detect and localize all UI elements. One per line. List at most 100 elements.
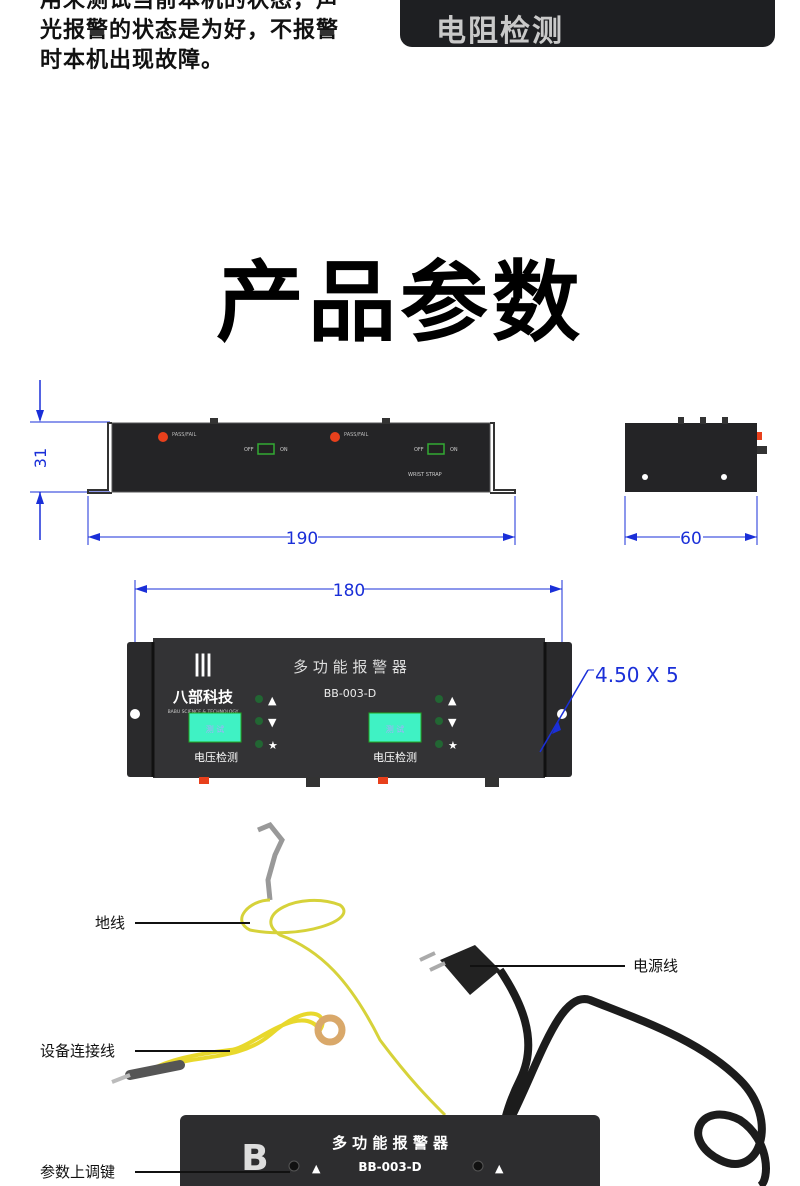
intro-line: 光报警的状态是为好，不报警 [40,18,340,43]
drawing-shape [722,417,728,424]
drawing-shape [382,418,390,424]
drawing-shape [306,777,320,787]
hole-spec: 4.50 X 5 [595,663,679,687]
drawing-shape [87,422,112,494]
drawing-shape [721,474,727,480]
panel-label: 电阻检测 [436,14,564,49]
drawing-shape [503,533,515,541]
led-red [330,432,340,442]
drawing-label: ON [450,447,458,453]
drawing-shape [88,533,100,541]
dim-width: 180 [333,581,365,601]
drawing-shape [111,1073,131,1084]
label-power: 电源线 [633,957,679,975]
resistance-panel-image: 电阻检测 [400,0,775,49]
drawing-label: PASS/FAIL [172,432,196,438]
drawing-label: BB-003-D [324,687,377,700]
drawing-label: ★ [448,739,458,752]
power-switch [427,443,445,455]
drawing-label: ON [280,447,288,453]
drawing-shape [435,740,443,748]
display [368,712,422,743]
drawing-shape [539,669,589,753]
drawing-shape [419,951,446,972]
drawing-label: 测 试 [386,724,405,734]
drawing-shape [135,585,147,593]
drawing-shape [552,721,561,734]
drawing-label: ▲ [268,694,277,707]
display [188,712,242,743]
channel-1: 测 试 电压检测 ▲ ▼ ★ [188,694,278,764]
drawing-shape [125,1060,185,1080]
drawing-shape [257,821,285,901]
drawing-shape [199,777,209,784]
drawing-label: ▲ [448,694,457,707]
accessories-photo: B 多 功 能 报 警 器 BB-003-D ▲ ▲ [111,821,770,1186]
drawing-label: BB-003-D [358,1160,421,1174]
drawing-shape [36,410,44,422]
drawing-shape [435,695,443,703]
drawing-shape [550,585,562,593]
drawing-shape [149,1011,325,1072]
drawing-shape [111,422,491,493]
alarm-device [180,1115,600,1186]
drawing-label: ▲ [312,1162,321,1175]
drawing-shape [757,446,767,454]
label-device-cable: 设备连接线 [40,1042,116,1060]
dim-height: 31 [31,448,50,468]
drawing-shape [435,717,443,725]
drawing-shape [625,423,757,492]
dim-depth: 60 [680,529,702,549]
drawing-label: BABU SCIENCE & TECHNOLOGY [168,709,239,715]
intro-line: 用来测试当前本机的状态，声 [40,0,340,13]
drawing-shape [700,417,706,424]
drawing-shape [210,418,218,424]
dimension-drawings: 31 PASS/FAIL PASS/FAIL OFF ON OFF ON WRI… [30,380,767,787]
drawing-shape [757,432,762,440]
drawing-shape [255,740,263,748]
drawing-label: ▼ [268,716,277,729]
drawing-shape [642,474,648,480]
intro-line: 时本机出现故障。 [40,48,225,73]
drawing-shape [496,967,770,1186]
drawing-label: 八部科技 [172,688,234,706]
drawing-shape [745,533,757,541]
drawing-shape [130,709,140,719]
up-key-button [472,1160,484,1172]
power-switch [257,443,275,455]
drawing-shape [255,717,263,725]
front-view-drawing: 180 ꔖ 八部科技 BABU SCIENCE & TECHNOLOGY 多 功… [127,580,679,787]
label-ground: 地线 [95,914,126,932]
drawing-label: WRIST STRAP [408,472,442,478]
drawing-shape [678,417,684,424]
dim-length: 190 [286,529,318,549]
drawing-label: OFF [414,447,424,453]
drawing-shape [625,533,637,541]
leader-line [135,1050,230,1052]
drawing-label: OFF [244,447,254,453]
leader-line [470,965,625,967]
drawing-label: ▲ [495,1162,504,1175]
intro-text: 用来测试当前本机的状态，声 光报警的状态是为好，不报警 时本机出现故障。 [40,0,339,76]
leader-line [135,1171,290,1173]
drawing-label: PASS/FAIL [344,432,368,438]
leader-line [135,922,250,924]
drawing-shape [255,695,263,703]
drawing-label: 电压检测 [194,750,238,764]
drawing-shape [378,777,388,784]
drawing-label: 测 试 [206,724,225,734]
drawing-shape [490,422,516,494]
section-title: 产品参数 [215,251,584,354]
drawing-label: 多 功 能 报 警 器 [332,1134,449,1152]
drawing-label: 多 功 能 报 警 器 [293,658,407,676]
drawing-shape [440,945,500,995]
drawing-label: 电压检测 [373,750,417,764]
drawing-label: ★ [268,739,278,752]
channel-2: 测 试 电压检测 ▲▼★ [368,694,458,764]
drawing-shape [314,1014,346,1046]
drawing-shape [153,638,545,778]
drawing-shape [240,898,447,1117]
side-view-drawing: 60 [624,417,767,549]
label-up-key: 参数上调键 [40,1163,116,1181]
top-view-drawing: 31 PASS/FAIL PASS/FAIL OFF ON OFF ON WRI… [30,380,516,549]
